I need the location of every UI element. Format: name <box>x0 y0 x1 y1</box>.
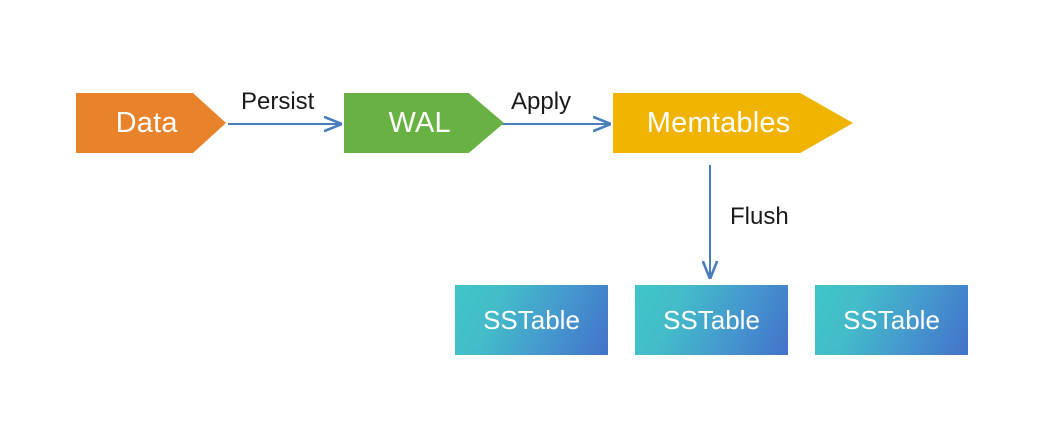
node-sstable-2-label: SSTable <box>663 304 760 335</box>
node-sstable-1-label: SSTable <box>483 304 580 335</box>
node-sstable-2[interactable]: SSTable <box>635 285 788 355</box>
edge-label-apply: Apply <box>511 88 572 115</box>
edge-label-persist: Persist <box>241 88 315 115</box>
edge-label-flush: Flush <box>730 203 789 230</box>
node-sstable-3-label: SSTable <box>843 304 940 335</box>
node-wal[interactable]: WAL <box>344 93 504 153</box>
node-wal-label: WAL <box>388 106 451 139</box>
node-data-label: Data <box>115 106 178 139</box>
node-memtables-label: Memtables <box>646 106 791 139</box>
node-sstable-1[interactable]: SSTable <box>455 285 608 355</box>
node-memtables[interactable]: Memtables <box>613 93 853 153</box>
node-sstable-3[interactable]: SSTable <box>815 285 968 355</box>
node-data[interactable]: Data <box>76 93 226 153</box>
